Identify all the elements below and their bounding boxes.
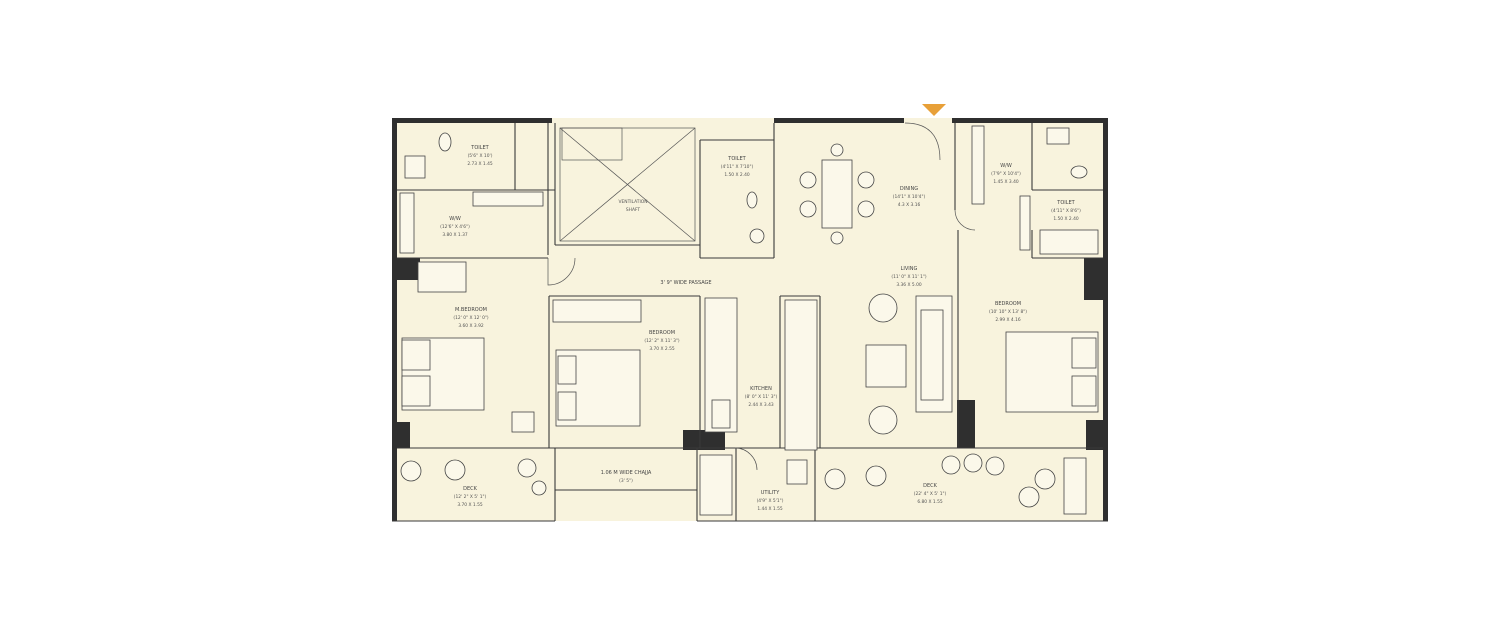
armchair-icon [868,405,898,435]
armchair-icon [400,460,422,482]
vent-name: VENTILATION [619,199,648,205]
plant-icon [941,455,961,475]
bedroom3-dim2: 2.99 X 4.16 [995,317,1021,323]
bedroom3-name: BEDROOM [995,301,1021,307]
armchair-icon [417,261,467,293]
bedroom2-dim2: 3.70 X 2.55 [649,346,675,352]
dining-name: DINING [900,186,918,192]
wc-icon [1070,165,1088,179]
bedroom2-dim1: (12' 2" X 11' 3") [644,338,680,344]
toilet3-dim2: 1.50 X 2.40 [1053,216,1079,222]
armchair-icon [868,293,898,323]
deck2-name: DECK [923,483,938,489]
table-icon [865,344,907,388]
utility-dim2: 1.44 X 1.55 [757,506,783,512]
bedroom2-name: BEDROOM [649,330,675,336]
kitchen-dim1: (8' 0" X 11' 3") [745,394,778,400]
wiw1-name: W/W [449,216,461,222]
plant-icon [963,453,983,473]
armchair-icon [824,468,846,490]
master-name: M.BEDROOM [455,307,487,313]
toilet2-dim2: 1.50 X 2.40 [724,172,750,178]
master-dim1: (12' 0" X 12' 0") [453,315,489,321]
toilet1-dim2: 2.73 X 1.45 [467,161,493,167]
kitchen-name: KITCHEN [750,386,772,392]
living-name: LIVING [901,266,918,272]
bathroom-fixtures [404,127,1099,255]
toilet1-name: TOILET [470,145,489,151]
plant-icon [517,458,537,478]
dining-dim1: (14'1" X 10'4") [893,194,926,200]
washbasin-icon [404,155,426,179]
armchair-icon [444,459,466,481]
living-dim1: (11' 0" X 11' 1") [891,274,927,280]
utility-dim1: (4'9" X 5'1") [757,498,784,504]
utility-name: UTILITY [761,490,781,496]
deck2-dim2: 6.80 X 1.55 [917,499,943,505]
deck1-dim1: (12' 2" X 5' 1") [454,494,487,500]
toilet1-dim1: (5'6" X 10') [468,153,493,159]
vent-name2: SHAFT [626,207,641,213]
master-dim2: 3.60 X 3.92 [458,323,484,329]
armchair-icon [865,465,887,487]
table-icon [821,159,853,229]
washbasin-icon [1046,127,1070,145]
wiw2-dim1: (7'9" X 10'4") [991,171,1021,177]
wiw2-dim2: 1.45 X 3.40 [993,179,1019,185]
kitchen-dim2: 2.44 X 3.43 [748,402,774,408]
passage-name: 3' 9" WIDE PASSAGE [660,280,711,286]
outer-walls [392,118,1108,521]
toilet3-dim1: (4'11" X 8'6") [1051,208,1081,214]
wc-icon [438,132,452,152]
ventilation-shaft [559,127,696,242]
deck1-dim2: 3.70 X 1.55 [457,502,483,508]
chajja-dim1: (3' 5") [619,478,633,484]
washbasin-icon [749,228,765,244]
beds [401,261,1099,433]
doors [547,122,976,471]
wiw1-dim1: (12'6" X 4'6") [440,224,470,230]
dining-set [799,143,875,245]
wiw2-name: W/W [1000,163,1012,169]
toilet2-name: TOILET [727,156,746,162]
wc-icon [746,191,758,209]
dining-dim2: 4.3 X 3.16 [898,202,921,208]
toilet3-name: TOILET [1056,200,1075,206]
living-furniture [865,293,953,435]
armchair-icon [1018,486,1040,508]
wardrobes [399,125,1031,323]
chajja-name: 1.06 M WIDE CHAJJA [601,470,652,476]
entrance-arrow-icon [922,104,946,116]
plant-icon [985,456,1005,476]
armchair-icon [1034,468,1056,490]
wiw1-dim2: 3.80 X 1.37 [442,232,468,238]
kitchen-counters [704,297,818,451]
interior-walls [392,123,1108,522]
deck2-dim1: (22' 4" X 5' 1") [914,491,947,497]
bedroom3-dim1: (10' 10" X 13' 8") [989,309,1027,315]
deck1-name: DECK [463,486,478,492]
deck-furniture [400,453,1087,516]
toilet2-dim1: (4'11" X 7'10") [721,164,754,170]
room-labels: TOILET (5'6" X 10') 2.73 X 1.45 W/W (12'… [440,145,1081,512]
living-dim2: 3.36 X 5.00 [896,282,922,288]
plant-icon [531,480,547,496]
